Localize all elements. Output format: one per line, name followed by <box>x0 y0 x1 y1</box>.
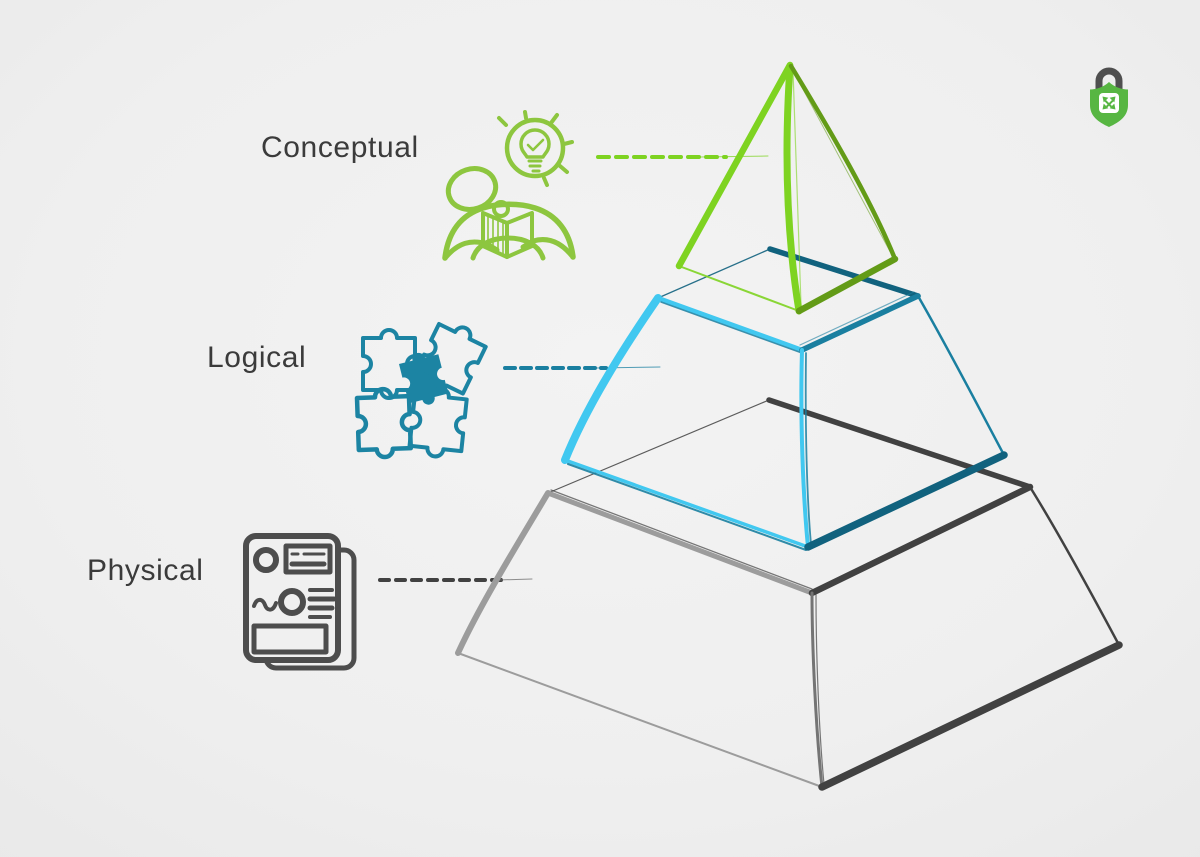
thought-bubble <box>492 110 574 218</box>
thinker-idea-icon <box>442 110 576 261</box>
dashed-connector-physical <box>378 578 533 582</box>
dashed-connector-logical <box>503 366 661 370</box>
label-conceptual: Conceptual <box>261 131 419 164</box>
document-stack-icon <box>243 533 357 671</box>
pyramid-level-conceptual <box>675 61 899 315</box>
label-physical: Physical <box>87 554 204 587</box>
puzzle-piece-top-left <box>361 328 417 400</box>
padlock-shackle <box>1095 67 1123 94</box>
shield-padlock-logo <box>1090 67 1128 127</box>
lightbulb-icon <box>519 128 551 173</box>
label-logical: Logical <box>207 341 307 374</box>
dashed-connector-conceptual <box>596 155 769 159</box>
puzzle-piece-bottom-left <box>357 388 411 458</box>
pyramid-level-logical <box>561 246 1008 551</box>
reading-person <box>442 166 576 261</box>
expand-arrows-icon <box>1102 96 1116 110</box>
puzzle-pieces-icon <box>343 316 490 462</box>
pyramid-level-physical <box>455 397 1123 791</box>
